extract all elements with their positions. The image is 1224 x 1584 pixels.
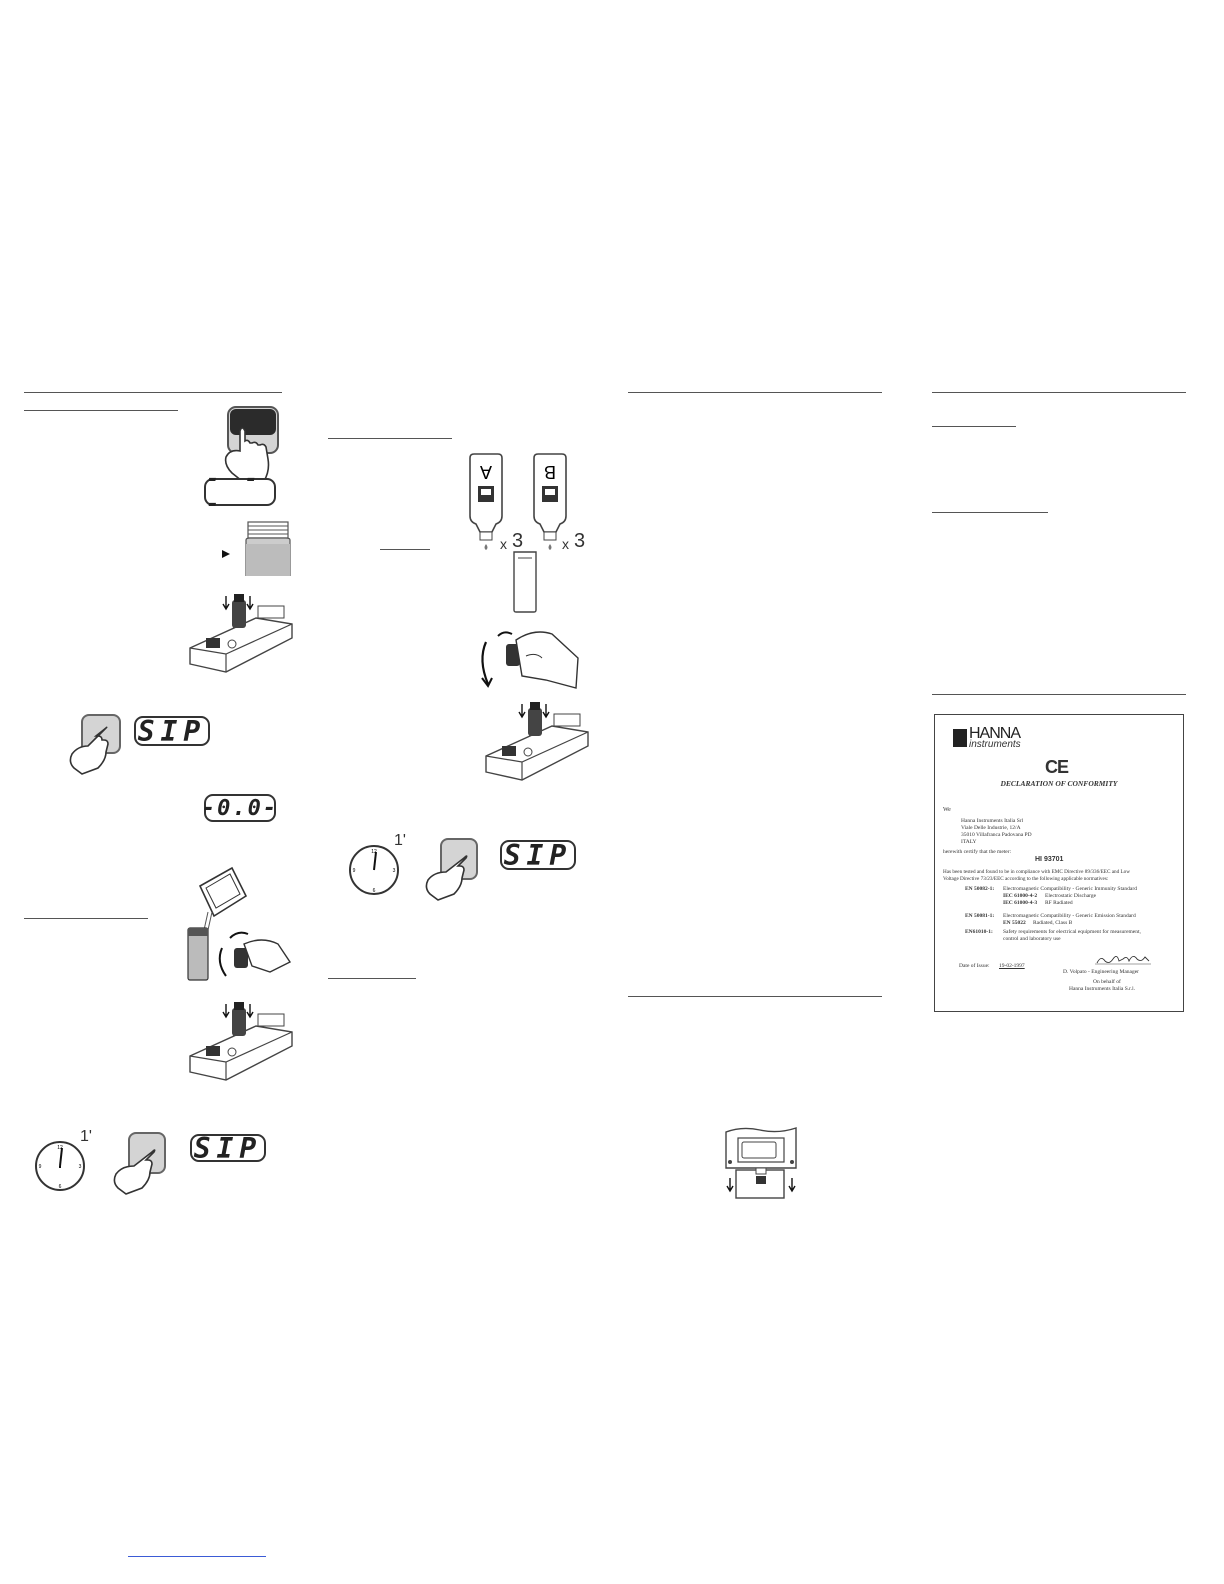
standard-desc: Radiated, Class B [1033,920,1073,926]
times-sign: x [500,536,507,552]
standard-code: EN 50081-1: [965,913,995,919]
bottle-label-b: B [544,462,556,482]
certify-text: herewith certify that the meter: [943,849,1012,855]
date-value: 19-02-1997 [999,963,1025,969]
section-rule [628,392,882,393]
brand-subtitle: instruments [969,739,1021,750]
bottle-label-a: A [480,462,492,482]
standard-desc: Electromagnetic Compatibility - Generic … [1003,913,1136,919]
signature [1095,956,1151,965]
clock-numeral-12: 12 [371,849,377,855]
lcd-display-sip: SIP [190,1132,266,1165]
lcd-display-sip: SIP [500,839,576,872]
address-line: Hanna Instruments Italia Srl [961,818,1024,824]
heading-underline [24,918,148,919]
lcd-display-dashes: - - - [204,467,276,517]
cuvette-icon [513,551,537,613]
declaration-of-conformity: HANNA instruments CE DECLARATION OF CONF… [934,714,1184,1012]
clock-numeral-12: 12 [57,1145,63,1151]
meter-with-cuvette-illustration [189,594,293,673]
standard-desc: control and laboratory use [1003,936,1061,942]
heading-underline [24,410,178,411]
standard-desc: Electromagnetic Compatibility - Generic … [1003,886,1137,892]
signer-name: D. Volpato - Engineering Manager [1063,969,1140,975]
heading-underline [328,438,452,439]
lcd-display-zero: -0.0- [201,794,279,822]
standard-desc: RF Radiated [1045,900,1073,906]
powder-reagent-illustration [187,866,292,981]
standard-desc: Electrostatic Discharge [1045,893,1097,899]
standard-code: EN 55022 [1003,920,1026,926]
clock-icon: 12 3 6 9 [35,1141,85,1191]
pointing-hand-icon [113,1149,156,1195]
heading-underline [380,549,430,550]
heading-underline [932,512,1048,513]
section-rule [24,392,282,393]
cuvette-fill-illustration [222,521,291,576]
standard-code: IEC 61000-4-3 [1003,900,1038,906]
heading-underline [932,426,1016,427]
time-label: 1' [394,832,406,849]
section-rule [628,996,882,997]
pointing-hand-icon [69,726,109,775]
clock-numeral-6: 6 [373,888,376,894]
shake-cuvette-illustration [481,631,579,689]
address-line: 35010 Villafranca Padovana PD [961,832,1032,838]
lcd-display-sip: SIP [134,715,210,748]
footer-link-underline[interactable] [128,1556,266,1557]
standard-code: EN61010-1: [965,929,993,935]
model-number: HI 93701 [1035,856,1064,863]
reagent-bottle-a-icon: A [469,453,503,550]
time-label: 1' [80,1128,92,1145]
standard-code: EN 50082-1: [965,886,995,892]
standard-code: IEC 61000-4-2 [1003,893,1038,899]
we-label: We [943,807,951,813]
reagent-bottle-b-icon: B [533,453,567,550]
clock-numeral-9: 9 [39,1164,42,1170]
behalf-text: On behalf of [1093,979,1121,985]
ce-mark: CE [1045,757,1069,777]
date-label: Date of Issue: [959,963,990,969]
clock-numeral-6: 6 [59,1184,62,1190]
drops-count: 3 [574,530,586,552]
meter-with-cuvette-illustration [189,1002,293,1081]
key-press-illustration [224,406,279,482]
section-rule [932,694,1186,695]
clock-icon: 12 3 6 9 [349,845,399,895]
standard-desc: Safety requirements for electrical equip… [1003,929,1141,935]
clock-numeral-3: 3 [393,868,396,874]
address-line: ITALY [961,839,977,845]
drops-count: 3 [512,530,524,552]
behalf-company: Hanna Instruments Italia S.r.l. [1069,986,1135,992]
section-rule [932,392,1186,393]
compliance-text: Voltage Directive 73/23/EEC according to… [943,876,1109,882]
declaration-title: DECLARATION OF CONFORMITY [1000,779,1118,788]
meter-with-cuvette-illustration [485,702,589,781]
compliance-text: Has been tested and found to be in compl… [943,869,1130,875]
heading-underline [328,978,416,979]
clock-numeral-9: 9 [353,868,356,874]
brand-name: HANNA [969,725,1021,742]
clock-numeral-3: 3 [79,1164,82,1170]
pointing-hand-icon [425,855,468,901]
address-line: Viale Delle Industrie, 12/A [961,825,1021,831]
times-sign: x [562,536,569,552]
battery-compartment-illustration [725,1127,797,1199]
